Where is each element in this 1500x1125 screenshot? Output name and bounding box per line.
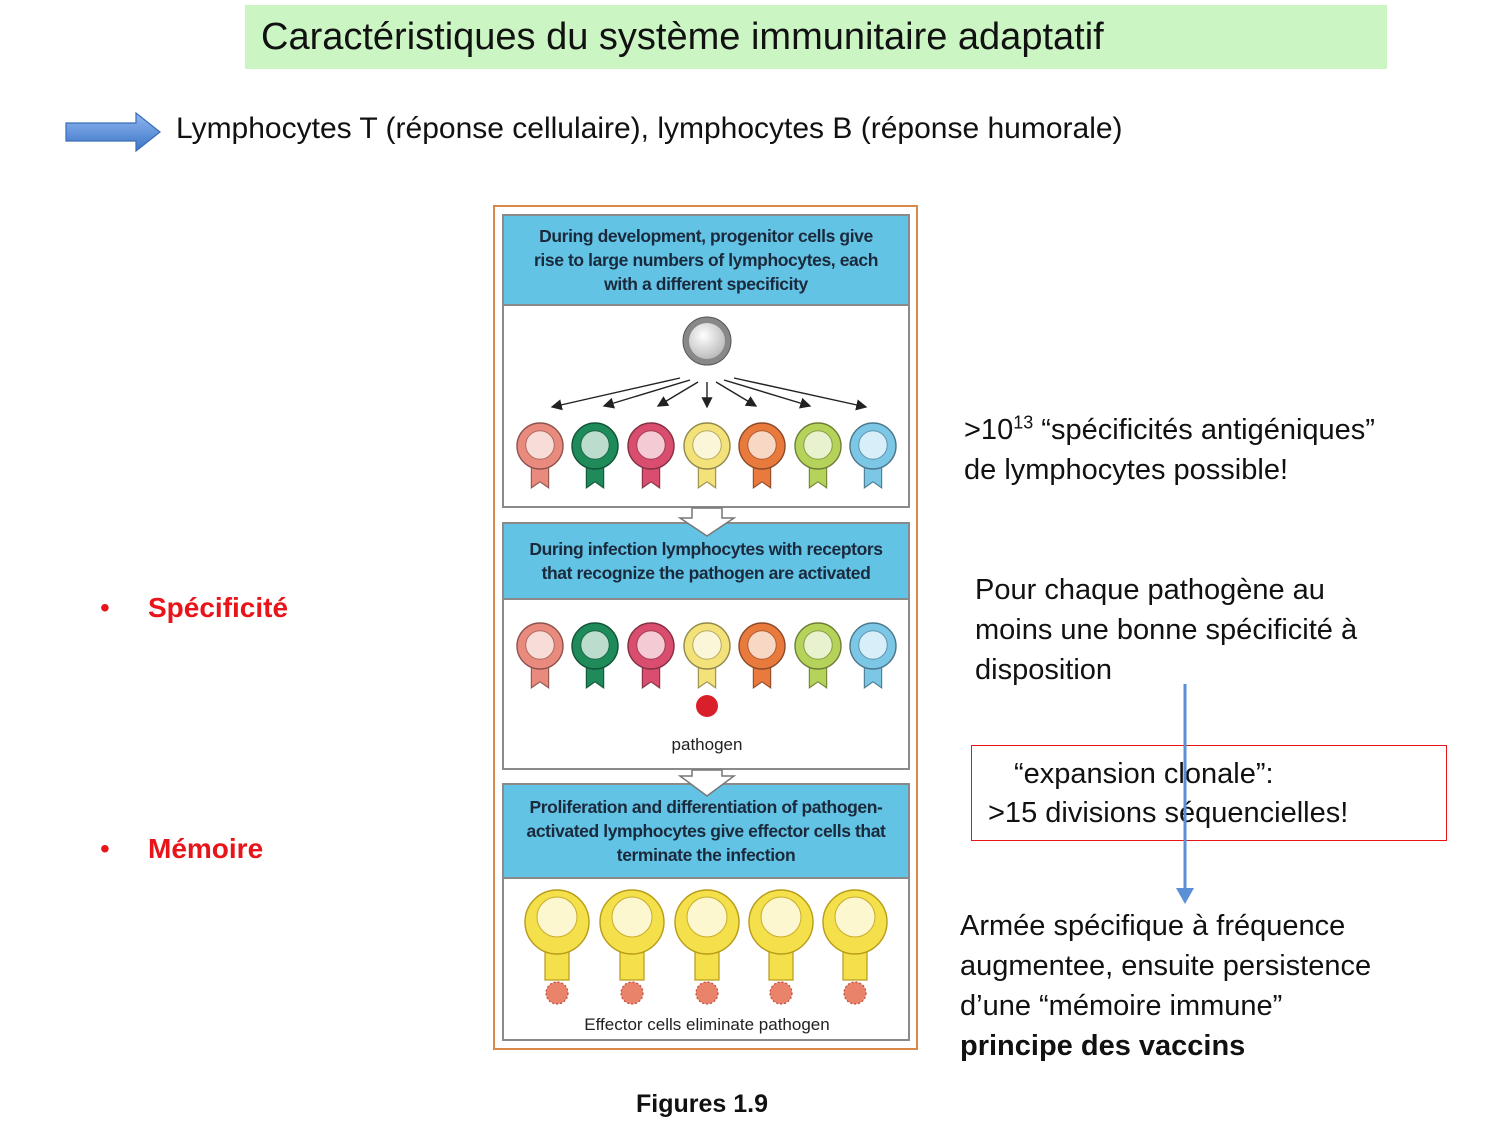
lymphocyte-cell: [794, 622, 842, 689]
progenitor-cell: [682, 316, 732, 366]
panel-header: Proliferation and differentiation of pat…: [504, 785, 908, 879]
army-line1: Armée spécifique à fréquence: [960, 910, 1346, 942]
effector-cell: [524, 889, 590, 1005]
lymphocyte-cell: [516, 422, 564, 489]
lymphocyte-cell: [794, 422, 842, 489]
lymphocyte-cell: [738, 422, 786, 489]
bullet-specificite: • Spécificité: [100, 592, 288, 624]
panel-header: During development, progenitor cells giv…: [504, 216, 908, 306]
lymphocyte-cell: [516, 622, 564, 689]
pathogen-dot: [696, 695, 718, 717]
pathogen-line1: Pour chaque pathogène au: [975, 574, 1325, 606]
figure-caption: Figures 1.9: [636, 1090, 768, 1118]
specificities-rest: “spécificités antigéniques”: [1033, 414, 1375, 446]
effector-cell: [599, 889, 665, 1005]
right-arrow-icon: [65, 111, 161, 153]
effector-cell: [748, 889, 814, 1005]
lymphocyte-cell: [627, 422, 675, 489]
lymphocyte-cell: [683, 422, 731, 489]
down-arrow-icon: [677, 507, 737, 537]
expansion-line1: “expansion clonale”:: [1014, 758, 1274, 790]
panel-header: During infection lymphocytes with recept…: [504, 524, 908, 600]
expansion-box: “expansion clonale”: >15 divisions séque…: [971, 745, 1447, 841]
pathogen-line2: moins une bonne spécificité à: [975, 614, 1358, 646]
lymphocyte-cell: [571, 422, 619, 489]
title-banner: Caractéristiques du système immunitaire …: [245, 5, 1387, 69]
lymphocyte-cell: [627, 622, 675, 689]
page-title: Caractéristiques du système immunitaire …: [261, 15, 1104, 58]
army-line3: d’une “mémoire immune”: [960, 990, 1283, 1022]
bullet-label: Spécificité: [148, 592, 289, 623]
bullet-memoire: • Mémoire: [100, 833, 263, 865]
effector-label: Effector cells eliminate pathogen: [584, 1015, 829, 1034]
effector-cell: [674, 889, 740, 1005]
pathogen-line3: disposition: [975, 654, 1113, 686]
effector-cell: [822, 889, 888, 1005]
specificities-exponent: 13: [1013, 412, 1034, 433]
bullet-marker: •: [100, 592, 110, 623]
expansion-line2: >15 divisions séquencielles!: [988, 797, 1349, 829]
lymphocyte-cell: [849, 622, 897, 689]
pathogen-note: Pour chaque pathogène au moins une bonne…: [975, 570, 1357, 690]
lymphocyte-cell: [571, 622, 619, 689]
development-arrows: [550, 377, 868, 411]
expansion-down-arrow-icon: [1176, 684, 1194, 904]
specificities-line2: de lymphocytes possible!: [964, 454, 1288, 486]
army-line4: principe des vaccins: [960, 1030, 1246, 1062]
pathogen-label: pathogen: [672, 735, 743, 754]
subtitle: Lymphocytes T (réponse cellulaire), lymp…: [176, 112, 1123, 145]
specificities-note: >1013 “spécificités antigéniques” de lym…: [964, 410, 1375, 490]
down-arrow-icon: [677, 769, 737, 797]
bullet-marker: •: [100, 833, 110, 864]
lymphocyte-cell: [849, 422, 897, 489]
bullet-label: Mémoire: [148, 833, 264, 864]
lymphocyte-row-infection: [516, 622, 897, 689]
lymphocyte-cell: [683, 622, 731, 689]
army-note: Armée spécifique à fréquence augmentee, …: [960, 906, 1371, 1066]
lymphocyte-cell: [738, 622, 786, 689]
specificities-prefix: >10: [964, 414, 1014, 446]
army-line2: augmentee, ensuite persistence: [960, 950, 1372, 982]
lymphocyte-row-development: [516, 422, 897, 489]
effector-cell-row: [524, 889, 888, 1005]
